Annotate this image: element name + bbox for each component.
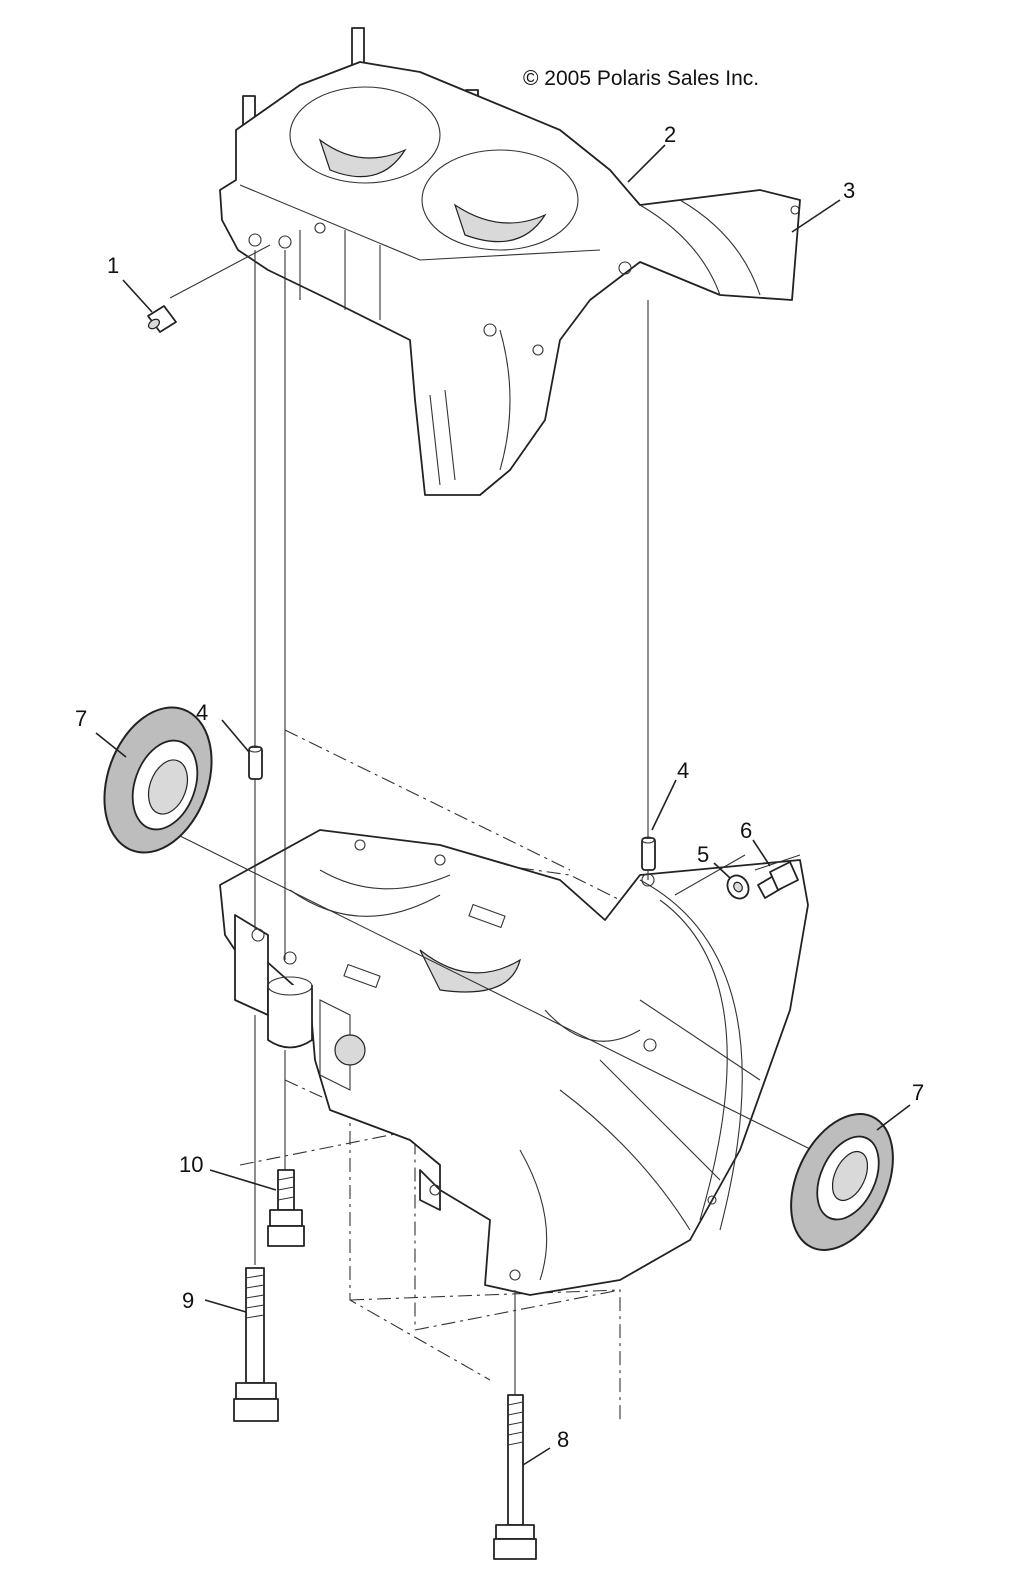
lower-crankcase	[219, 729, 809, 1420]
callout-6: 6	[740, 818, 752, 843]
part-4-dowel-right	[641, 836, 656, 871]
part-9-bolt	[233, 1267, 279, 1422]
callout-5: 5	[697, 842, 709, 867]
part-4-dowel-left	[248, 745, 263, 780]
part-5-washer	[726, 874, 750, 900]
alignment-lines	[157, 244, 813, 1395]
callout-7-right: 7	[912, 1080, 924, 1105]
part-7-seal-right	[790, 1113, 894, 1251]
callout-9: 9	[182, 1288, 194, 1313]
part-8-bolt	[493, 1394, 537, 1560]
part-6-drain-screw	[757, 861, 799, 899]
part-7-seal-left	[103, 706, 213, 854]
callout-2: 2	[664, 122, 676, 147]
callout-10: 10	[179, 1152, 203, 1177]
copyright-text: © 2005 Polaris Sales Inc.	[523, 67, 759, 90]
callout-4-left: 4	[196, 700, 208, 725]
leader-lines	[95, 144, 911, 1466]
callout-labels: 1 2 3 4 4 5 6 7 7 8 9 10	[75, 122, 924, 1452]
callout-8: 8	[557, 1427, 569, 1452]
callout-1: 1	[107, 253, 119, 278]
callout-3: 3	[843, 178, 855, 203]
callout-7-left: 7	[75, 706, 87, 731]
part-1-pin	[147, 305, 177, 333]
callout-4-right: 4	[677, 758, 689, 783]
upper-crankcase	[219, 27, 801, 496]
part-10-bolt	[267, 1169, 305, 1247]
